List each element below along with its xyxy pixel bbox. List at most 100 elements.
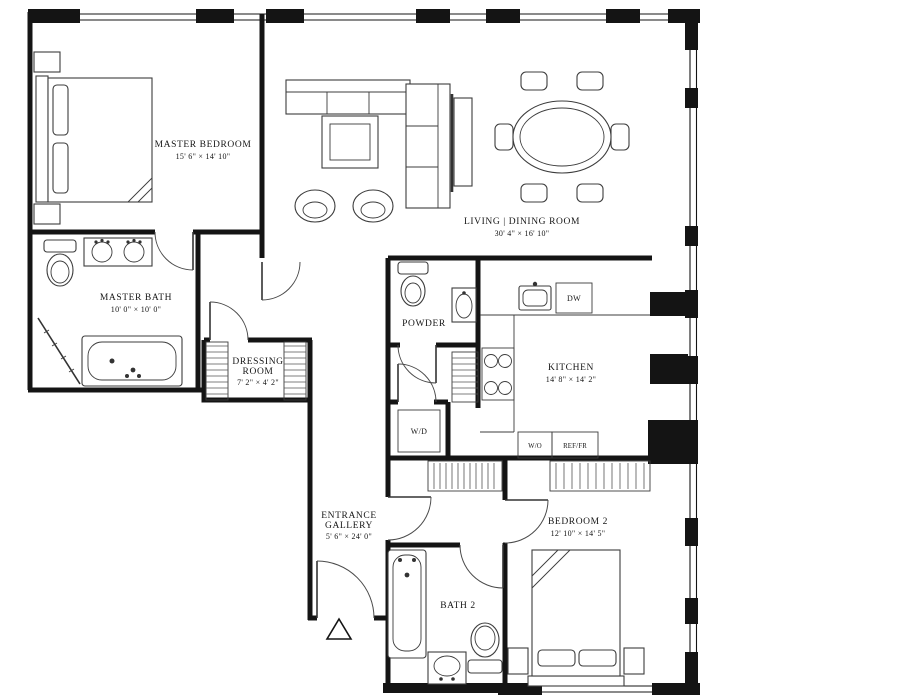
coffee-table-inner <box>329 123 371 161</box>
lounge-chair-seat <box>302 201 328 219</box>
column-pier <box>685 652 698 690</box>
bed-headboard <box>527 675 625 687</box>
bed-headboard <box>35 75 49 203</box>
burner <box>498 354 512 368</box>
burner <box>484 354 498 368</box>
toilet-bowl <box>470 622 500 658</box>
sofa-cushions <box>286 91 410 114</box>
master-bedroom-label: MASTER BEDROOM <box>155 140 252 150</box>
walls <box>27 12 652 690</box>
column-pier <box>685 598 698 624</box>
powder-room-fixtures <box>397 261 477 323</box>
dressing-room-label-1: DRESSING <box>232 357 283 367</box>
nightstand <box>33 203 61 225</box>
column-pier <box>685 518 698 546</box>
sink-vanity <box>427 651 467 685</box>
toilet-seat <box>50 260 70 284</box>
hall-closet <box>427 460 503 492</box>
blanket-fold <box>531 549 571 589</box>
toilet-seat <box>474 625 496 651</box>
lounge-chair <box>352 189 394 223</box>
dressing-room-label-2: ROOM <box>243 367 274 377</box>
column-pier <box>652 683 700 695</box>
washer-dryer-label: W/D <box>411 427 427 436</box>
burner <box>484 381 498 395</box>
console <box>453 97 473 187</box>
dining-chair <box>576 183 604 203</box>
closet-rod <box>283 341 307 401</box>
fridge-freezer <box>551 431 599 459</box>
bath2-label: BATH 2 <box>440 601 476 611</box>
structural-column <box>648 420 690 464</box>
bath2-fixtures <box>387 549 503 685</box>
nightstand <box>507 647 529 675</box>
pillow <box>52 142 69 194</box>
bathtub <box>387 549 427 659</box>
bedroom2-label: BEDROOM 2 <box>548 517 608 527</box>
pillow <box>578 649 617 667</box>
toilet-seat <box>404 282 422 304</box>
room-labels: MASTER BEDROOM 15' 6" × 14' 10" LIVING |… <box>100 140 608 611</box>
dishwasher-label: DW <box>567 294 581 303</box>
kitchen-dimensions: 14' 8" × 14' 2" <box>546 375 596 384</box>
column-pier <box>685 290 698 318</box>
bedroom2-closet <box>549 460 651 492</box>
column-pier <box>196 9 234 23</box>
master-bath-label: MASTER BATH <box>100 293 172 303</box>
dining-chair <box>576 71 604 91</box>
fridge-freezer-label: REF/FR <box>563 443 587 450</box>
structural-column <box>650 354 688 384</box>
doors <box>154 231 549 619</box>
master-bath-fixtures <box>37 237 183 387</box>
washer-dryer-unit <box>397 409 441 453</box>
entrance-gallery-label-2: GALLERY <box>325 521 373 531</box>
toilet-bowl <box>400 275 426 307</box>
counter-edge <box>480 314 650 433</box>
column-pier <box>685 88 698 108</box>
bathtub-inner <box>87 341 177 381</box>
living-dining-furniture <box>285 71 630 223</box>
bath2-bottom-wall <box>383 683 505 693</box>
blanket-fold <box>127 177 153 203</box>
dining-table-inner <box>519 107 605 167</box>
exterior-window-walls <box>28 9 700 695</box>
dressing-room-closets <box>205 341 307 401</box>
dining-chair <box>520 71 548 91</box>
toilet-tank <box>467 659 503 674</box>
dining-chair <box>494 123 514 151</box>
nightstand <box>33 51 61 73</box>
closet-rod <box>205 341 229 401</box>
dining-chair <box>610 123 630 151</box>
kitchen-label: KITCHEN <box>548 363 594 373</box>
column-pier <box>685 356 698 384</box>
toilet-bowl <box>46 253 74 287</box>
lounge-chair <box>294 189 336 223</box>
column-pier <box>606 9 640 23</box>
entrance-gallery-label-1: ENTRANCE <box>321 511 376 521</box>
kitchen-fixtures <box>451 281 650 459</box>
toilet-tank <box>397 261 429 275</box>
powder-room-label: POWDER <box>402 319 446 329</box>
pillow <box>537 649 576 667</box>
cooktop <box>481 347 515 401</box>
dressing-room-dimensions: 7' 2" × 4' 2" <box>237 378 279 387</box>
dishwasher <box>555 282 593 314</box>
living-dining-dimensions: 30' 4" × 16' 10" <box>495 229 550 238</box>
column-pier <box>28 9 80 23</box>
dining-table <box>512 100 612 174</box>
entrance-marker-triangle <box>325 617 353 640</box>
structural-column <box>650 292 688 316</box>
kitchen-sink-basin <box>522 289 548 307</box>
coffee-table <box>321 115 379 169</box>
sofa <box>405 83 451 209</box>
faucet <box>532 281 538 287</box>
tub-drain <box>109 358 115 364</box>
sofa <box>285 79 411 115</box>
column-pier <box>416 9 450 23</box>
toilet-tank <box>43 239 77 253</box>
sofa-cushions <box>406 84 439 208</box>
wall-oven-label: W/O <box>528 443 542 450</box>
master-bath-dimensions: 10' 0" × 10' 0" <box>111 305 161 314</box>
